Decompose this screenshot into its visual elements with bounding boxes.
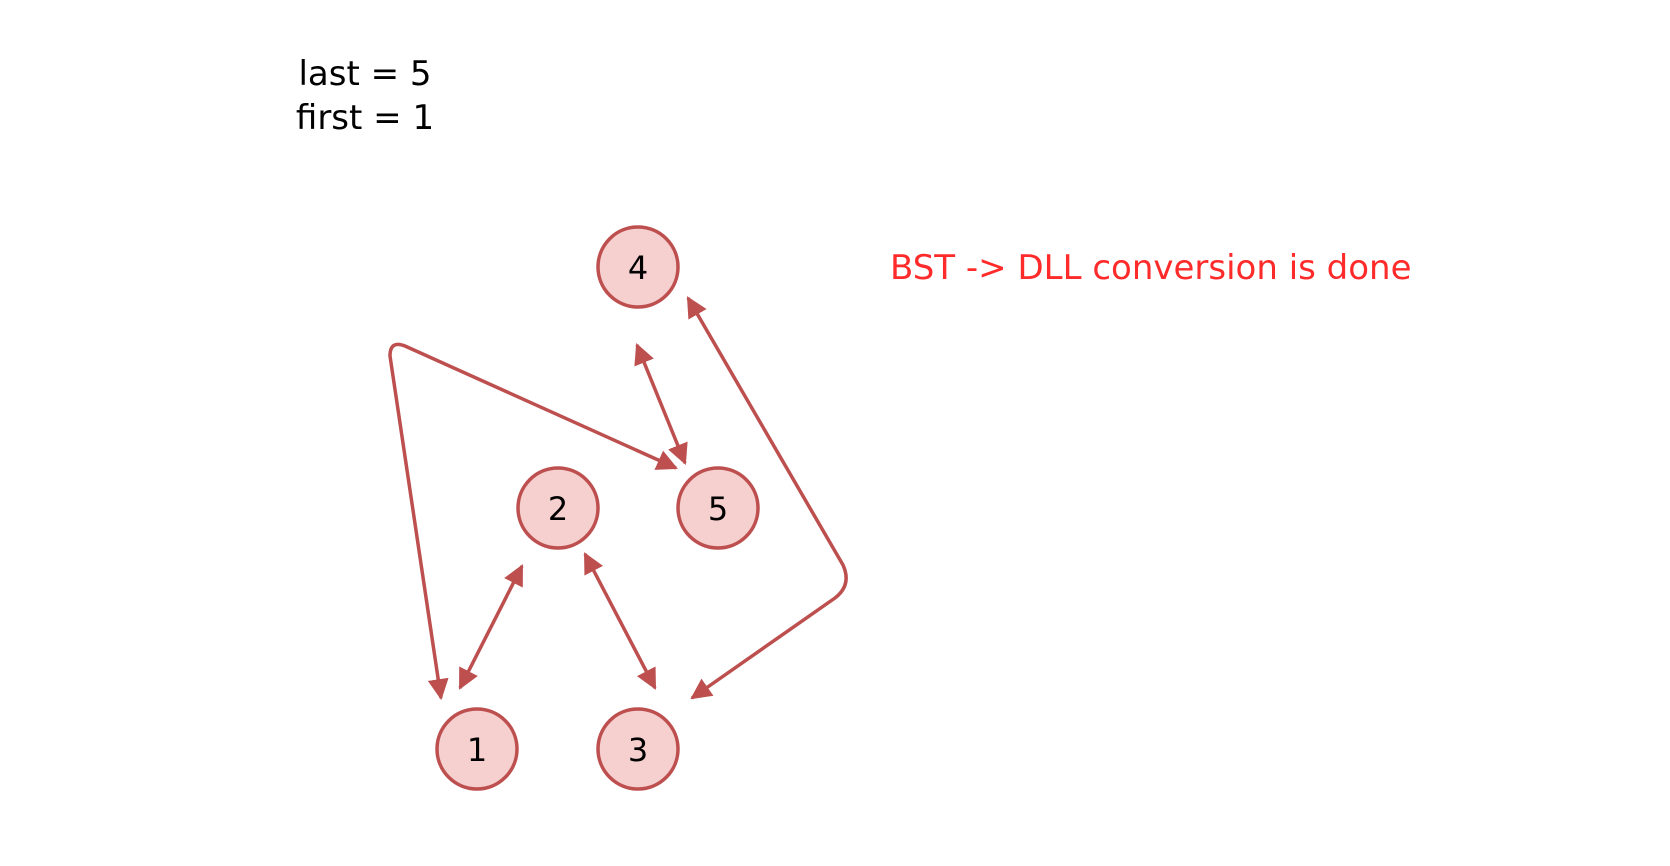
status-message: BST -> DLL conversion is done	[890, 248, 1412, 288]
node-2-circle	[516, 466, 600, 550]
node-4-circle	[596, 225, 680, 309]
node-1: 1	[435, 707, 519, 791]
node-2: 2	[516, 466, 600, 550]
node-4: 4	[596, 225, 680, 309]
node-2-label: 2	[548, 490, 568, 528]
node-3: 3	[596, 707, 680, 791]
node-5: 5	[676, 466, 760, 550]
node-1-label: 1	[467, 731, 487, 769]
first-variable: first = 1	[295, 98, 435, 138]
link-5-1	[388, 342, 678, 701]
node-3-circle	[596, 707, 680, 791]
variables-panel: last = 5 first = 1	[270, 52, 460, 140]
link-3-4	[686, 296, 848, 700]
node-4-label: 4	[628, 249, 648, 287]
node-3-label: 3	[628, 731, 648, 769]
link-1-2	[458, 564, 524, 690]
node-5-circle	[676, 466, 760, 550]
link-4-5	[634, 343, 688, 465]
link-2-3	[583, 552, 657, 690]
node-1-circle	[435, 707, 519, 791]
last-variable: last = 5	[298, 54, 432, 94]
node-5-label: 5	[708, 490, 728, 528]
